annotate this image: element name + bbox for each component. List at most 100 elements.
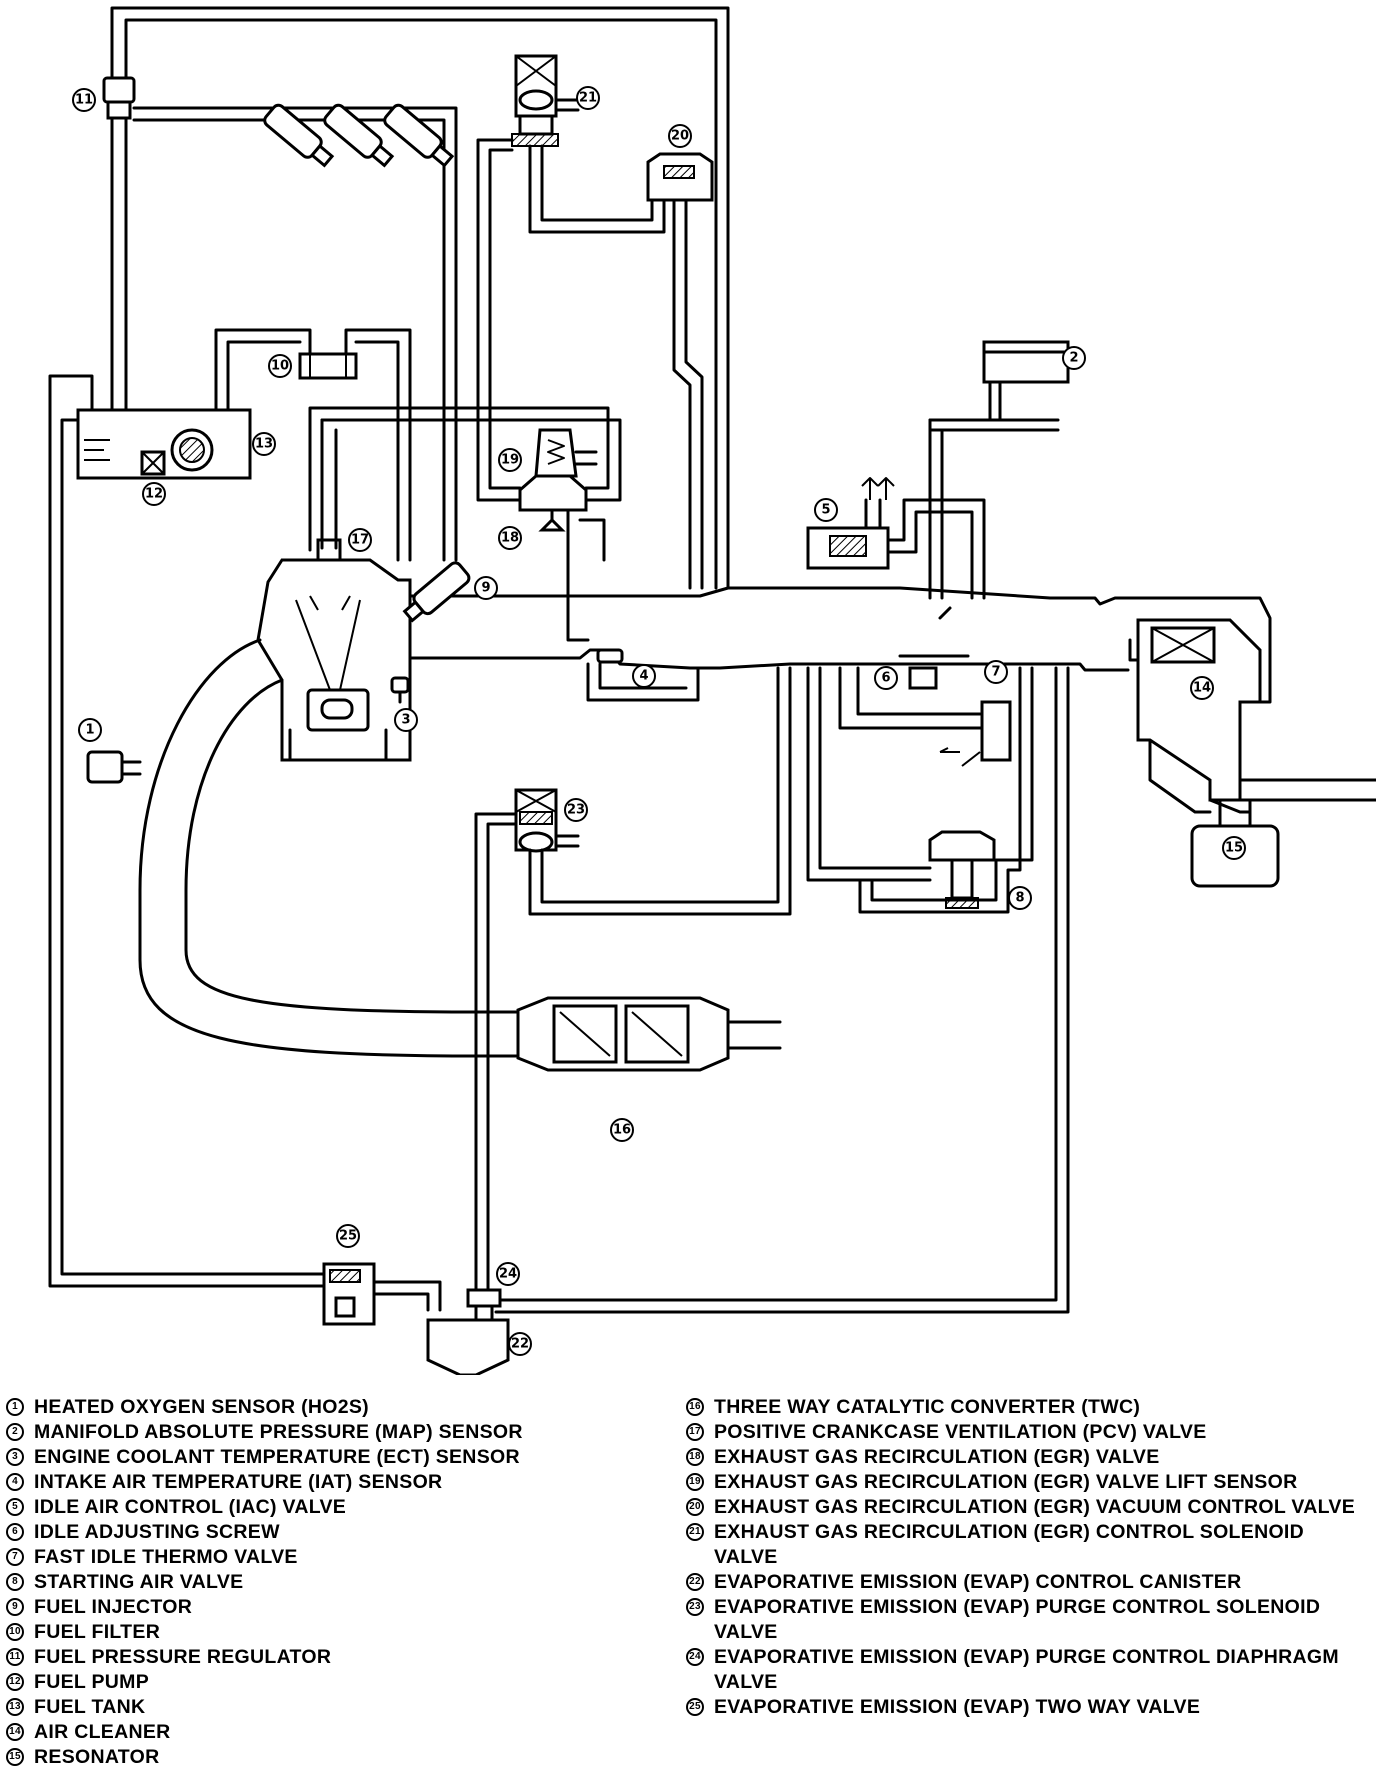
legend-item: 22 EVAPORATIVE EMISSION (EVAP) CONTROL CA… [686, 1570, 1371, 1595]
legend-label: THREE WAY CATALYTIC CONVERTER (TWC) [714, 1396, 1141, 1418]
svg-text:16: 16 [613, 1123, 631, 1138]
fuel-injector [402, 561, 471, 623]
evap-control-canister [426, 1318, 510, 1375]
ho2s-sensor [86, 750, 142, 784]
svg-text:2: 2 [1069, 351, 1078, 366]
callout-7: 7 [984, 660, 1008, 684]
legend-label: INTAKE AIR TEMPERATURE (IAT) SENSOR [34, 1471, 443, 1493]
svg-text:3: 3 [401, 713, 410, 728]
callout-22: 22 [508, 1332, 532, 1356]
callout-20: 20 [668, 124, 692, 148]
svg-text:10: 10 [271, 359, 289, 374]
legend-item: 23 EVAPORATIVE EMISSION (EVAP) PURGE CONT… [686, 1595, 1371, 1645]
evap-purge-solenoid-valve [474, 666, 792, 1292]
canister-vent-line [494, 666, 1070, 1314]
callout-19: 19 [498, 448, 522, 472]
svg-text:8: 8 [1015, 891, 1024, 906]
callout-24: 24 [496, 1262, 520, 1286]
callout-3: 3 [394, 708, 418, 732]
legend-number: 25 [686, 1698, 704, 1716]
legend-number: 17 [686, 1423, 704, 1441]
ect-sensor [390, 676, 410, 704]
callout-8: 8 [1008, 886, 1032, 910]
legend-label: IDLE AIR CONTROL (IAC) VALVE [34, 1496, 347, 1518]
callout-16: 16 [610, 1118, 634, 1142]
svg-text:15: 15 [1225, 841, 1243, 856]
engine [256, 418, 412, 762]
svg-text:14: 14 [1193, 681, 1211, 696]
legend-label: EVAPORATIVE EMISSION (EVAP) TWO WAY VALV… [714, 1696, 1201, 1718]
callout-2: 2 [1062, 346, 1086, 370]
svg-text:20: 20 [671, 129, 689, 144]
legend-label: EVAPORATIVE EMISSION (EVAP) PURGE CONTRO… [714, 1596, 1321, 1643]
legend-number: 14 [6, 1723, 24, 1741]
legend-item: 2 MANIFOLD ABSOLUTE PRESSURE (MAP) SENSOR [6, 1420, 646, 1445]
legend-number: 4 [6, 1473, 24, 1491]
callout-4: 4 [632, 664, 656, 688]
evap-purge-diaphragm-valve [466, 1288, 502, 1322]
legend-number: 23 [686, 1598, 704, 1616]
callout-6: 6 [874, 666, 898, 690]
callout-15: 15 [1222, 836, 1246, 860]
svg-text:11: 11 [75, 93, 93, 108]
legend-number: 13 [6, 1698, 24, 1716]
legend-number: 21 [686, 1523, 704, 1541]
fuel-filter [214, 328, 412, 562]
legend-number: 15 [6, 1748, 24, 1766]
svg-text:18: 18 [501, 531, 519, 546]
idle-adjusting-screw [898, 606, 970, 690]
legend-item: 7 FAST IDLE THERMO VALVE [6, 1545, 646, 1570]
fuel-return-line [110, 6, 730, 590]
legend-number: 5 [6, 1498, 24, 1516]
legend-number: 1 [6, 1398, 24, 1416]
callout-25: 25 [336, 1224, 360, 1248]
exhaust-pipe [138, 638, 522, 1058]
legend-label: EVAPORATIVE EMISSION (EVAP) PURGE CONTRO… [714, 1646, 1339, 1693]
callout-14: 14 [1190, 676, 1214, 700]
fast-idle-thermo-valve [838, 666, 1012, 767]
svg-text:6: 6 [881, 671, 890, 686]
legend-item: 1 HEATED OXYGEN SENSOR (HO2S) [6, 1395, 646, 1420]
legend-item: 5 IDLE AIR CONTROL (IAC) VALVE [6, 1495, 646, 1520]
legend-number: 7 [6, 1548, 24, 1566]
svg-text:24: 24 [499, 1267, 517, 1282]
legend-number: 8 [6, 1573, 24, 1591]
legend-label: FAST IDLE THERMO VALVE [34, 1546, 298, 1568]
legend-number: 11 [6, 1648, 24, 1666]
callout-23: 23 [564, 798, 588, 822]
legend-label: FUEL INJECTOR [34, 1596, 193, 1618]
egr-valve [308, 406, 622, 642]
legend-item: 4 INTAKE AIR TEMPERATURE (IAT) SENSOR [6, 1470, 646, 1495]
legend-item: 13 FUEL TANK [6, 1695, 646, 1720]
callout-12: 12 [142, 482, 166, 506]
legend-label: EXHAUST GAS RECIRCULATION (EGR) VACUUM C… [714, 1496, 1356, 1518]
legend-label: FUEL TANK [34, 1696, 146, 1718]
svg-text:19: 19 [501, 453, 519, 468]
legend-label: IDLE ADJUSTING SCREW [34, 1521, 280, 1543]
legend-number: 12 [6, 1673, 24, 1691]
svg-text:12: 12 [145, 487, 163, 502]
legend-label: ENGINE COOLANT TEMPERATURE (ECT) SENSOR [34, 1446, 520, 1468]
callout-10: 10 [268, 354, 292, 378]
svg-text:1: 1 [85, 723, 94, 738]
legend-label: EVAPORATIVE EMISSION (EVAP) CONTROL CANI… [714, 1571, 1242, 1593]
legend-left: 1 HEATED OXYGEN SENSOR (HO2S) 2 MANIFOLD A… [6, 1395, 646, 1770]
map-sensor [928, 340, 1070, 600]
legend-number: 22 [686, 1573, 704, 1591]
legend-label: FUEL PRESSURE REGULATOR [34, 1646, 332, 1668]
svg-text:23: 23 [567, 803, 585, 818]
legend-label: MANIFOLD ABSOLUTE PRESSURE (MAP) SENSOR [34, 1421, 523, 1443]
legend-label: HEATED OXYGEN SENSOR (HO2S) [34, 1396, 369, 1418]
callout-1: 1 [78, 718, 102, 742]
legend-item: 25 EVAPORATIVE EMISSION (EVAP) TWO WAY VA… [686, 1695, 1371, 1720]
legend-number: 2 [6, 1423, 24, 1441]
